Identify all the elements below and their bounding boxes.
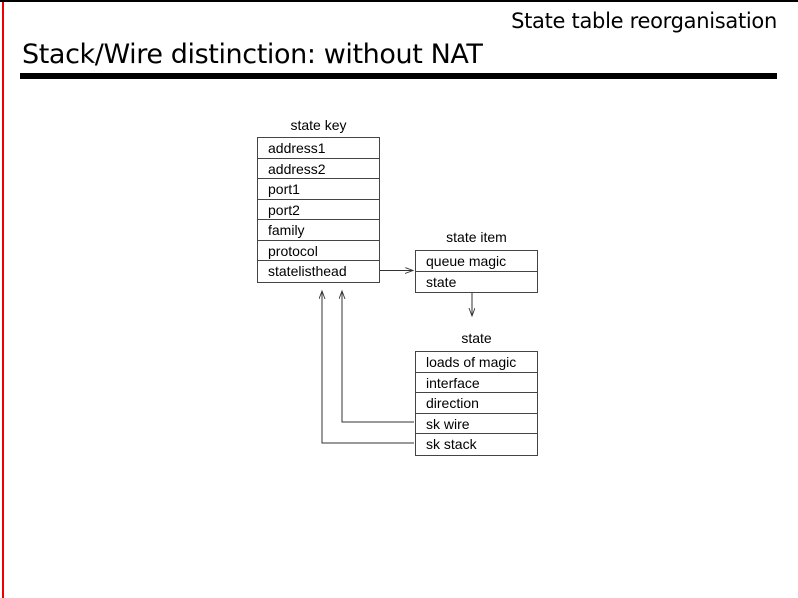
struct-box-state-item: queue magic state <box>415 250 538 293</box>
title-underline-bar <box>20 73 777 79</box>
struct-field: port1 <box>258 179 379 200</box>
page-title: Stack/Wire distinction: without NAT <box>22 39 483 70</box>
struct-field: interface <box>416 373 537 393</box>
struct-field: sk wire <box>416 414 537 434</box>
struct-field: queue magic <box>416 251 537 272</box>
struct-field: address1 <box>258 138 379 159</box>
top-rule <box>0 0 798 2</box>
connector-sk-stack-to-state-key <box>322 291 414 444</box>
struct-field: state <box>426 273 457 290</box>
struct-box-state-key: address1 address2 port1 port2 family pro… <box>257 137 380 283</box>
slide-header: State table reorganisation <box>511 9 777 33</box>
struct-field: direction <box>416 393 537 414</box>
struct-field: sk stack <box>426 436 477 452</box>
struct-field: address2 <box>258 159 379 179</box>
struct-field: protocol <box>258 241 379 261</box>
struct-label-state: state <box>461 330 492 346</box>
connector-sk-wire-to-state-key <box>342 291 414 423</box>
struct-box-state: loads of magic interface direction sk wi… <box>415 351 538 456</box>
struct-label-state-key: state key <box>290 117 347 133</box>
struct-field: family <box>258 220 379 241</box>
struct-field: port2 <box>258 200 379 220</box>
struct-field: loads of magic <box>416 352 537 373</box>
struct-label-state-item: state item <box>446 229 507 245</box>
struct-field: statelisthead <box>268 263 347 279</box>
left-accent-rule <box>2 2 4 598</box>
